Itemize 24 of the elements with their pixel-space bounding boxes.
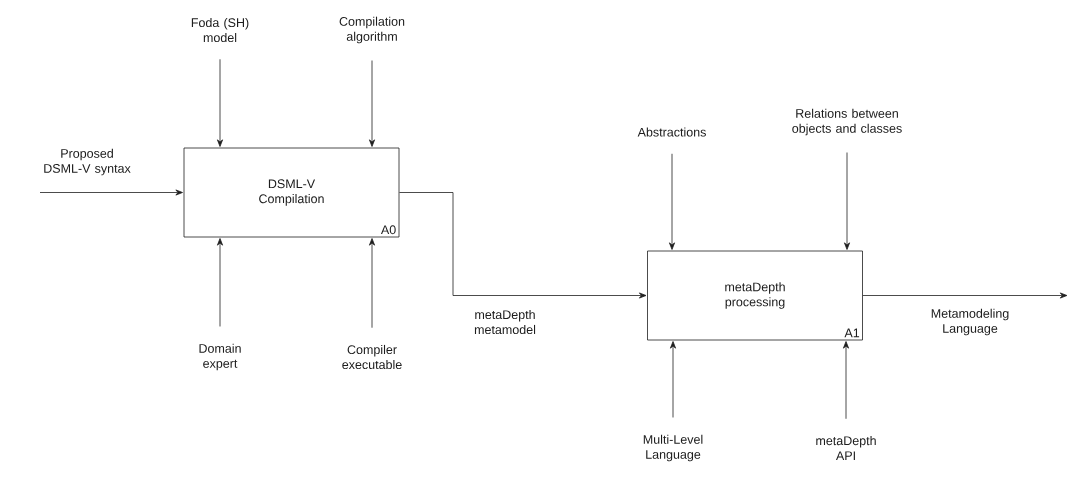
edge-label: Proposed DSML-V syntax (44, 148, 131, 176)
arrow-label: Relations between objects and classes (792, 108, 902, 136)
activity-number: A1 (844, 328, 860, 338)
arrow-label: Compilation algorithm (339, 16, 405, 44)
arrow (217, 58, 223, 147)
arrow (862, 292, 1068, 299)
arrow (843, 341, 849, 420)
edge-label: metaDepth metamodel (474, 309, 536, 335)
arrow (369, 60, 375, 147)
arrow-label: Domain expert (199, 343, 241, 371)
arrow (399, 192, 647, 299)
arrow-label: Compiler executable (342, 344, 402, 370)
arrow-label: metaDepth API (816, 435, 876, 461)
arrow (669, 153, 675, 250)
arrow (670, 341, 676, 418)
arrow-label: Abstractions (637, 127, 706, 137)
arrow (844, 152, 850, 250)
activity-number: A0 (380, 225, 396, 235)
edge-label: Metamodeling Language (931, 308, 1009, 336)
arrow-label: Multi-Level Language (643, 434, 703, 462)
arrow (369, 238, 375, 329)
arrow (217, 238, 223, 327)
arrow-label: Foda (SH) model (191, 17, 249, 43)
arrow (39, 189, 183, 196)
